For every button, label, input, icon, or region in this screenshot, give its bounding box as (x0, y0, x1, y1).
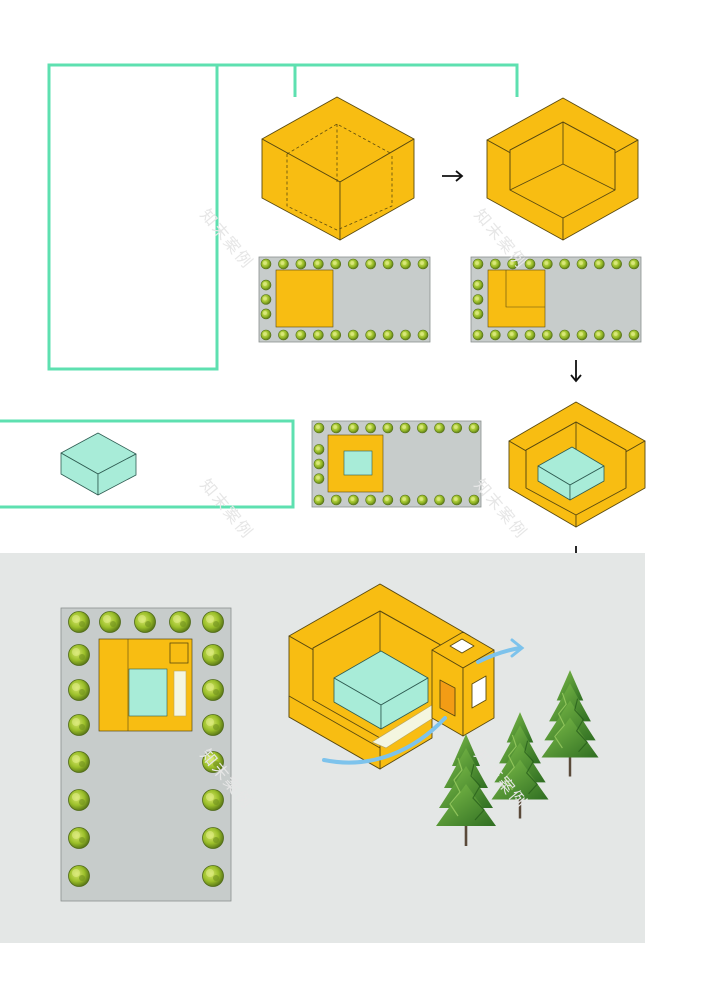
tree-icon (451, 422, 463, 434)
tree-icon (434, 422, 446, 434)
tree-icon (347, 329, 359, 341)
tree-icon (202, 827, 224, 849)
tree-icon (400, 258, 412, 270)
tree-icon (611, 258, 623, 270)
tree-icon (68, 865, 90, 887)
tree-icon (416, 422, 428, 434)
tree-icon (489, 258, 501, 270)
tree-icon (347, 258, 359, 270)
tree-icon (559, 329, 571, 341)
tree-icon (202, 865, 224, 887)
tree-icon (382, 422, 394, 434)
tree-icon (541, 258, 553, 270)
tree-icon (169, 611, 191, 633)
tree-icon (202, 714, 224, 736)
tree-icon (472, 308, 484, 320)
tree-icon (347, 494, 359, 506)
tree-icon (472, 329, 484, 341)
tree-icon (347, 422, 359, 434)
tree-icon (99, 611, 121, 633)
tree-icon (330, 494, 342, 506)
top-bracket (47, 63, 519, 371)
tree-icon (277, 329, 289, 341)
tree-icon (417, 329, 429, 341)
wind-arrow-icon (322, 638, 525, 765)
tree-icon (489, 329, 501, 341)
tree-icon (313, 458, 325, 470)
tree-icon (416, 494, 428, 506)
tree-icon (468, 422, 480, 434)
tree-icon (576, 329, 588, 341)
site-plan-3 (311, 420, 482, 508)
tree-icon (330, 329, 342, 341)
tree-icon (524, 329, 536, 341)
tree-icon (260, 294, 272, 305)
tree-icon (382, 329, 394, 341)
tree-icon (451, 494, 463, 506)
final-site-plan (60, 607, 232, 902)
tree-icon (313, 473, 325, 485)
tree-icon (68, 751, 90, 773)
tree-icon (417, 258, 429, 270)
tree-icon (507, 329, 519, 341)
tree-icon (68, 611, 90, 633)
tree-icon (134, 611, 156, 633)
tree-icon (68, 644, 90, 666)
tree-icon (260, 308, 272, 320)
tree-icon (330, 422, 342, 434)
tree-icon (68, 714, 90, 736)
arrow-down-icon (570, 360, 582, 383)
tree-icon (260, 279, 272, 291)
tree-icon (472, 279, 484, 291)
tree-icon (611, 329, 623, 341)
tree-icon (472, 294, 484, 305)
tree-icon (202, 679, 224, 701)
tree-icon (434, 494, 446, 506)
tree-icon (295, 258, 307, 270)
tree-icon (277, 258, 289, 270)
site-plan-1 (258, 256, 431, 343)
tree-icon (68, 789, 90, 811)
tree-icon (400, 329, 412, 341)
tree-icon (593, 329, 605, 341)
tree-icon (312, 258, 324, 270)
tree-icon (382, 494, 394, 506)
tree-icon (365, 258, 377, 270)
tree-icon (365, 494, 377, 506)
tree-icon (365, 329, 377, 341)
tree-icon (202, 611, 224, 633)
tree-icon (399, 494, 411, 506)
tree-icon (628, 258, 640, 270)
tree-icon (628, 329, 640, 341)
tree-icon (312, 329, 324, 341)
tree-icon (559, 258, 571, 270)
tree-icon (382, 258, 394, 270)
tree-icon (260, 258, 272, 270)
solid-block (261, 96, 415, 241)
middle-bracket (0, 419, 295, 509)
tree-icon (68, 679, 90, 701)
courtyard-volume (60, 432, 137, 496)
tree-icon (202, 789, 224, 811)
tree-icon (399, 422, 411, 434)
tree-icon (260, 329, 272, 341)
tree-icon (68, 827, 90, 849)
site-plan-2 (470, 256, 642, 343)
arrow-right-icon (442, 170, 464, 182)
tree-icon (593, 258, 605, 270)
tree-icon (365, 422, 377, 434)
tree-icon (295, 329, 307, 341)
tree-icon (313, 494, 325, 506)
carved-block (486, 97, 639, 241)
courtyard-block (508, 401, 646, 528)
tree-icon (472, 258, 484, 270)
tree-icon (313, 443, 325, 455)
tree-icon (576, 258, 588, 270)
tree-icon (330, 258, 342, 270)
tree-icon (202, 644, 224, 666)
tree-icon (313, 422, 325, 434)
tree-icon (541, 329, 553, 341)
